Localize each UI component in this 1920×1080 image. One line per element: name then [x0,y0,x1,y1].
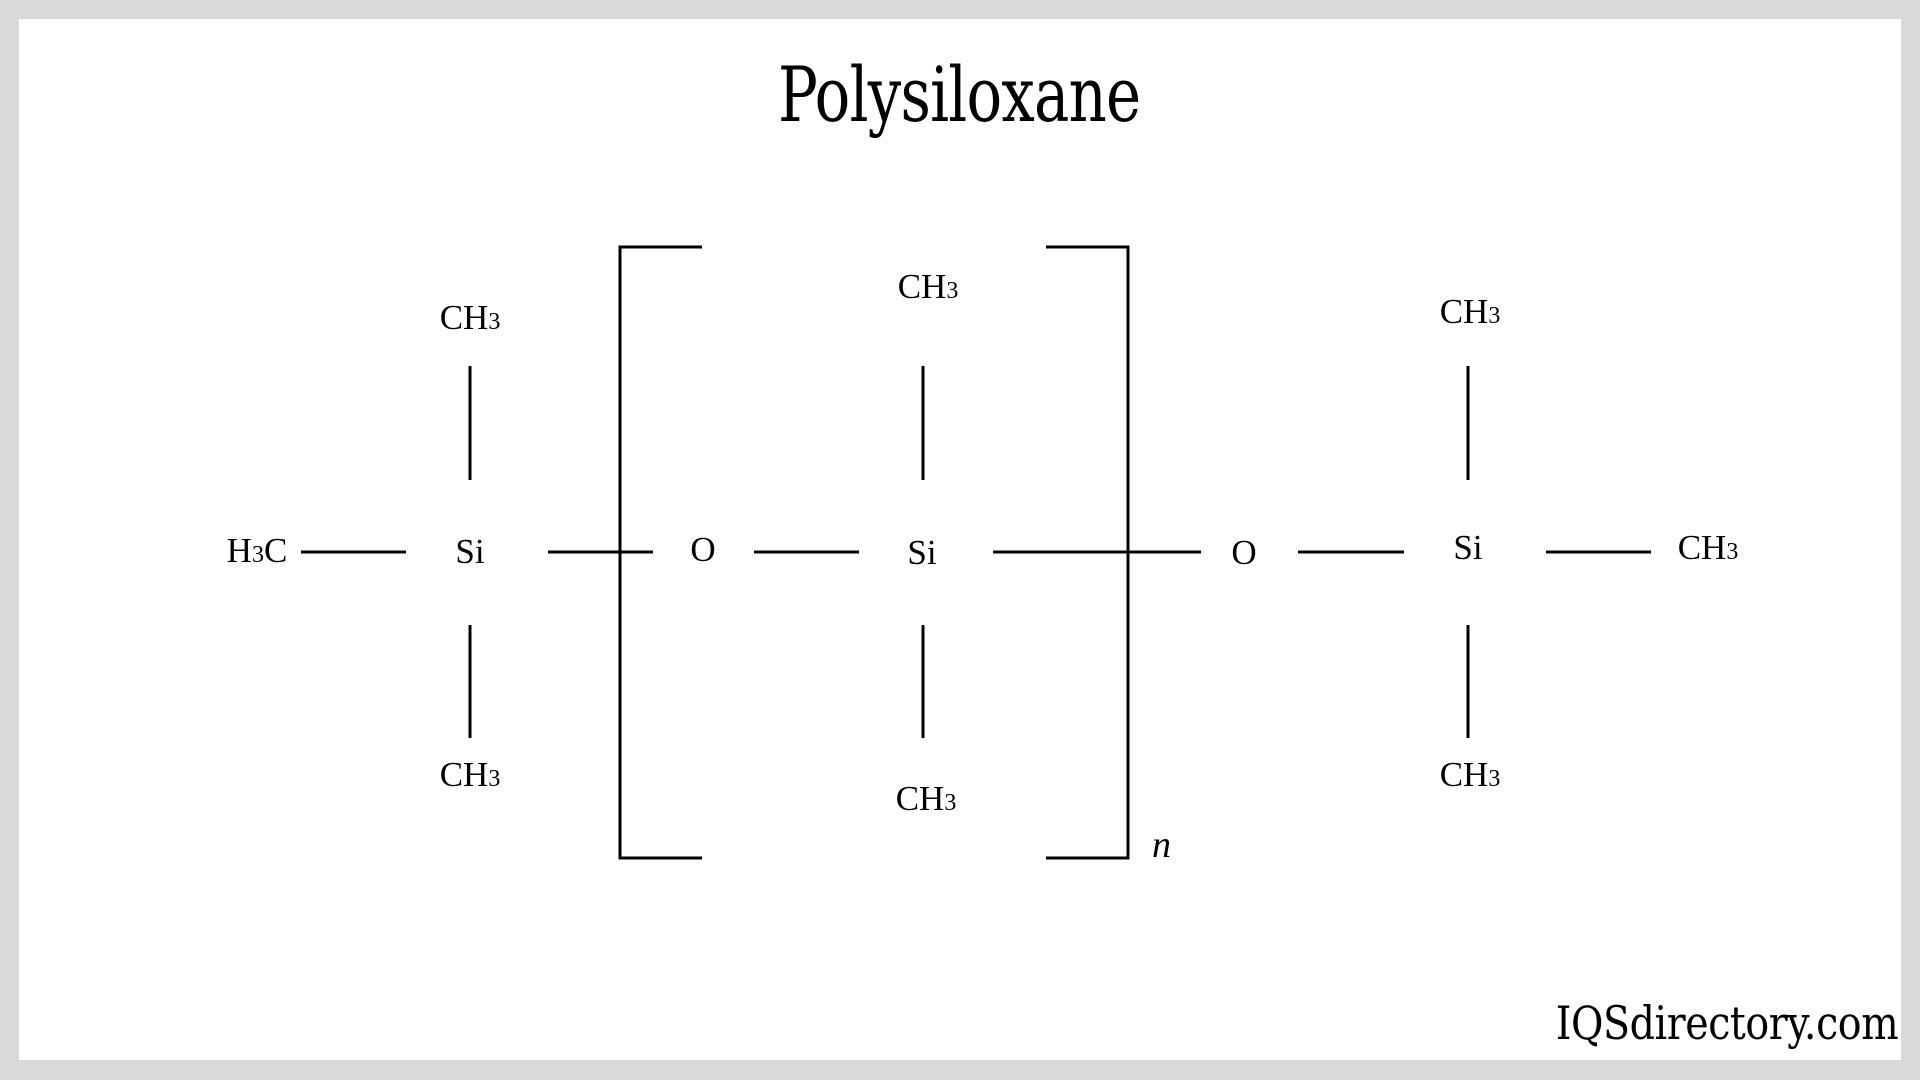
repeat-bottom-ch3: CH3 [895,779,957,818]
repeat-si: Si [907,533,937,572]
canvas-panel [19,19,1901,1060]
left-bracket [618,245,702,860]
left-si: Si [455,532,485,571]
right-top-ch3: CH3 [1439,292,1501,331]
repeat-count-n: n [1152,824,1171,866]
repeat-top-ch3: CH3 [897,267,959,306]
left-bottom-ch3: CH3 [439,755,501,794]
right-terminal-ch3: CH3 [1677,528,1739,567]
right-oxygen: O [1231,533,1257,572]
repeat-oxygen: O [690,530,716,569]
site-logo: IQSdirectory.com [1555,996,1898,1050]
right-si: Si [1453,528,1483,567]
right-bracket [1046,245,1130,860]
right-bottom-ch3: CH3 [1439,755,1501,794]
diagram-title: Polysiloxane [777,50,1141,139]
left-top-ch3: CH3 [439,298,501,337]
left-terminal-h3c: H3C [226,531,288,570]
